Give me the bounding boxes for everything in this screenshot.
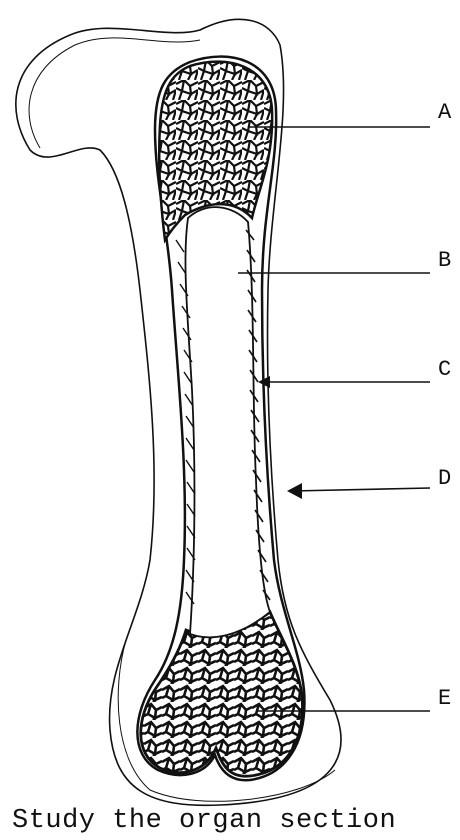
label-a: A xyxy=(438,100,452,125)
label-e: E xyxy=(438,686,451,711)
caption-text: Study the organ section xyxy=(12,806,396,836)
arrowhead-d xyxy=(287,483,302,499)
leader-line-d xyxy=(292,488,430,491)
label-b: B xyxy=(438,248,451,273)
label-c: C xyxy=(438,357,451,382)
label-d: D xyxy=(438,466,451,491)
